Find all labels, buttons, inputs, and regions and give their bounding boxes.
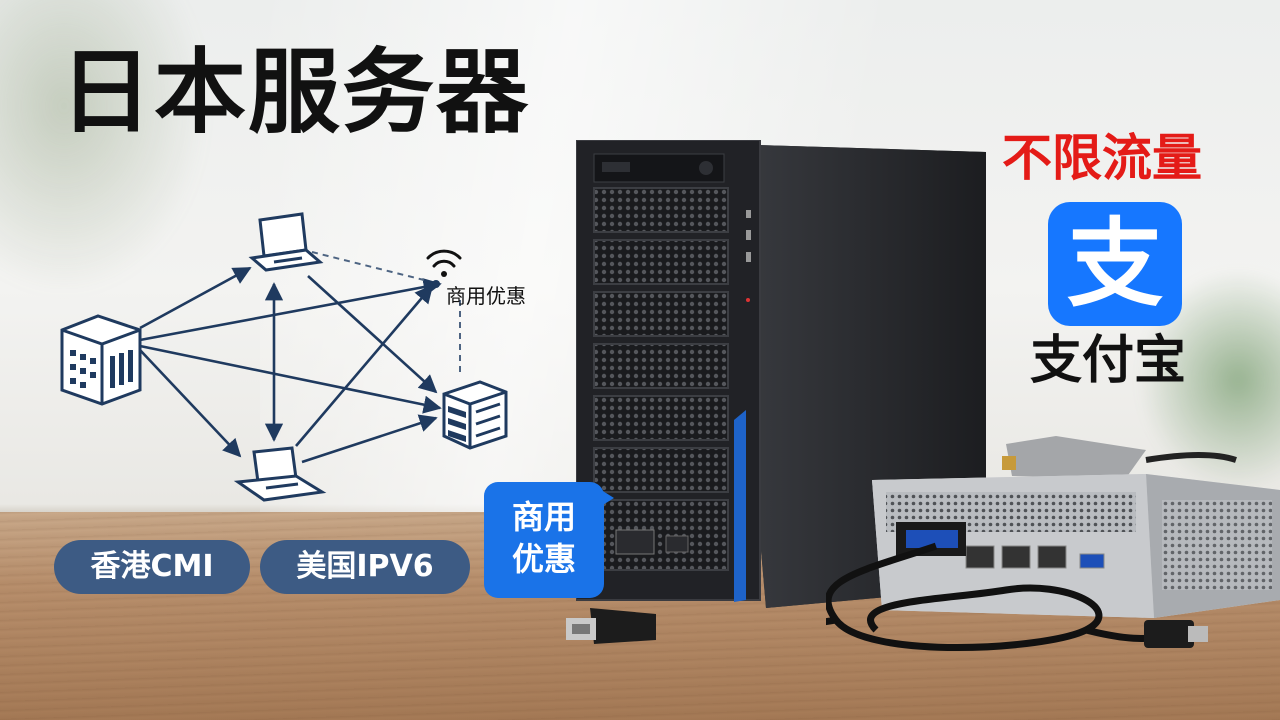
unlimited-traffic-label: 不限流量: [1002, 129, 1202, 187]
tag-us-ipv6: 美国IPV6: [260, 540, 470, 594]
promo-badge: 商用 优惠: [484, 482, 614, 598]
promo-line-1: 商用: [511, 498, 576, 536]
alipay-name: 支付宝: [1030, 331, 1187, 391]
tag-hongkong-cmi: 香港CMI: [54, 540, 250, 594]
laptop-icon: [233, 446, 327, 502]
background-plant-left: [0, 0, 220, 310]
building-icon: [60, 314, 142, 406]
wifi-icon: [426, 249, 462, 277]
alipay-glyph: 支: [1067, 208, 1163, 320]
badge-tail: [598, 488, 614, 508]
promo-line-2: 优惠: [511, 540, 576, 578]
network-diagram: 商用优惠: [60, 212, 526, 502]
mini-pc: [826, 436, 1280, 651]
usb-plug: [566, 608, 656, 644]
alipay-logo: 支: [1048, 202, 1182, 326]
laptop-icon: [248, 212, 324, 272]
page-title: 日本服务器: [60, 39, 531, 146]
server-rack-icon: [442, 380, 508, 450]
network-label: 商用优惠: [446, 284, 526, 308]
